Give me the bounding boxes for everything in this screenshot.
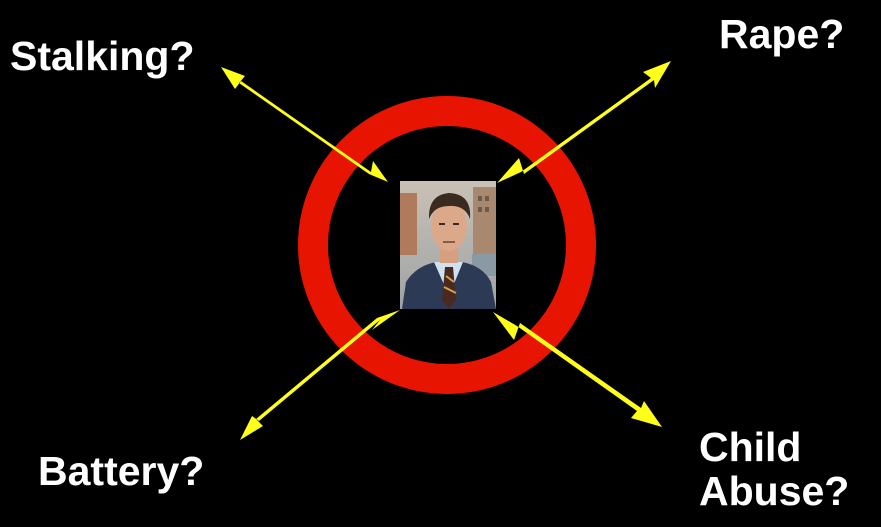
label-child-line2: Abuse? [699, 469, 849, 513]
label-rape: Rape? [719, 12, 844, 56]
label-child-line1: Child [699, 425, 849, 469]
label-battery: Battery? [38, 449, 204, 493]
center-photo [400, 181, 496, 309]
label-stalking: Stalking? [10, 34, 195, 78]
label-child-abuse: Child Abuse? [699, 425, 849, 514]
